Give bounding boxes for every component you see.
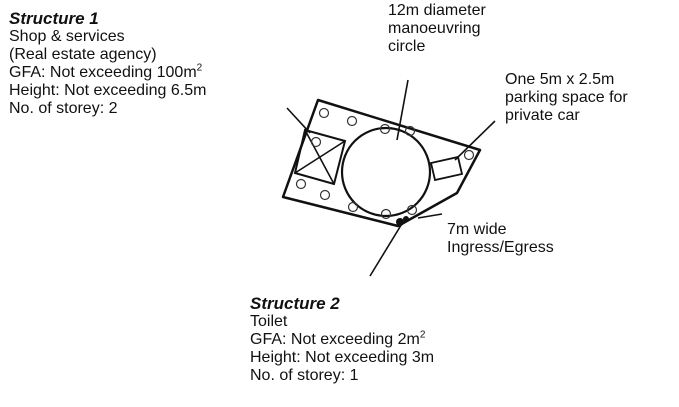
- parking-line-3: private car: [505, 107, 580, 124]
- parking-label: One 5m x 2.5m parking space for private …: [505, 71, 628, 125]
- structure-2-use: Toilet: [250, 313, 288, 330]
- access-label: 7m wide Ingress/Egress: [447, 221, 554, 257]
- parking-line-1: One 5m x 2.5m: [505, 71, 615, 88]
- structure-1-gfa-sup: 2: [196, 62, 203, 74]
- leader-structure-1: [286, 107, 311, 134]
- leader-parking: [454, 120, 496, 161]
- structure-1-title: Structure 1: [9, 9, 99, 28]
- manoeuvring-label: 12m diameter manoeuvring circle: [388, 2, 486, 56]
- access-line-1: 7m wide: [447, 221, 507, 238]
- structure-1-use-detail: (Real estate agency): [9, 46, 157, 63]
- structure-2-gfa: GFA: Not exceeding 2m2: [250, 329, 434, 349]
- structure-1-gfa-text: GFA: Not exceeding 100m: [9, 64, 197, 81]
- structure-2-gfa-sup: 2: [419, 329, 426, 341]
- structure-2-storeys: No. of storey: 1: [250, 367, 359, 384]
- structure-2-height: Height: Not exceeding 3m: [250, 349, 435, 366]
- parking-space-rect: [429, 155, 464, 182]
- leader-structure-2: [369, 221, 404, 277]
- site-boundary: [281, 98, 482, 228]
- manoeuvring-circle: [340, 126, 432, 218]
- structure-1-label: Structure 1 Shop & services (Real estate…: [9, 10, 206, 118]
- structure-2-label: Structure 2 Toilet GFA: Not exceeding 2m…: [250, 295, 434, 385]
- structure-2-gfa-text: GFA: Not exceeding 2m: [250, 331, 420, 348]
- tree-markers: [295, 107, 475, 220]
- leader-manoeuvring: [396, 79, 409, 141]
- manoeuvring-line-1: 12m diameter: [388, 2, 486, 19]
- manoeuvring-line-3: circle: [388, 38, 426, 55]
- structure-1-gfa: GFA: Not exceeding 100m2: [9, 62, 206, 82]
- access-line-2: Ingress/Egress: [447, 239, 554, 256]
- structure-1-storeys: No. of storey: 2: [9, 100, 118, 117]
- structure-1-height: Height: Not exceeding 6.5m: [9, 82, 207, 99]
- parking-line-2: parking space for: [505, 89, 628, 106]
- structure-1-shape: [293, 128, 347, 186]
- leader-ingress-egress: [417, 213, 443, 219]
- structure-2-title: Structure 2: [250, 294, 340, 313]
- structure-1-use: Shop & services: [9, 28, 125, 45]
- ingress-egress-outline: [397, 192, 458, 227]
- manoeuvring-line-2: manoeuvring: [388, 20, 481, 37]
